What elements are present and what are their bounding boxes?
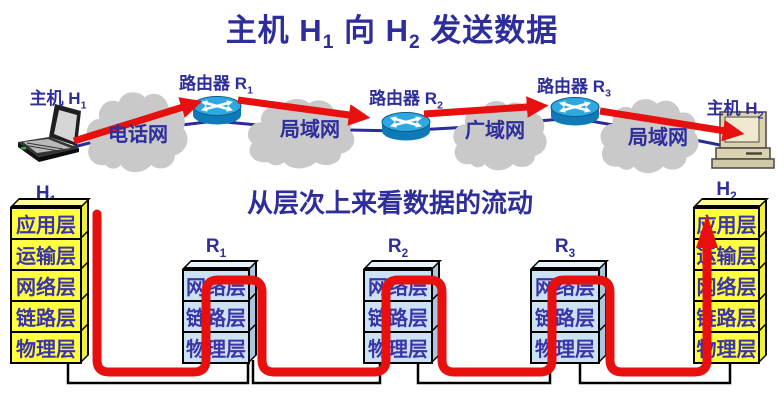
cloud-lan-1 xyxy=(247,99,355,169)
desktop-computer-icon xyxy=(711,111,775,169)
layer-cell-transport: 运输层 xyxy=(10,238,82,271)
router3-label-sub: 3 xyxy=(605,87,611,100)
r3-stack-label-text: R xyxy=(554,236,569,257)
title-text3: 发送数据 xyxy=(420,13,559,48)
layer-cell-link: 链路层 xyxy=(363,300,433,333)
r3-stack-label-sub: 3 xyxy=(568,246,576,260)
section-subtitle: 从层次上来看数据的流动 xyxy=(246,188,533,218)
cloud-label-telephone: 电话网 xyxy=(108,124,168,146)
host1-label: 主机 H1 xyxy=(18,84,98,112)
host1-label-text: 主机 H xyxy=(29,89,81,108)
arrow-r2-to-r3 xyxy=(423,96,549,118)
title-text2: 向 H xyxy=(334,13,409,48)
h1-layer-stack: 应用层 运输层 网络层 链路层 物理层 xyxy=(10,198,91,364)
arrow-r1-to-r2 xyxy=(237,96,371,126)
cloud-wan xyxy=(453,101,547,171)
layer-cell-link: 链路层 xyxy=(182,300,250,333)
r3-stack-label: R3 xyxy=(530,236,600,260)
r1-stack-label: R1 xyxy=(182,236,250,260)
router-r1-icon xyxy=(192,96,242,125)
title-sub2: 2 xyxy=(409,32,421,54)
layer-cell-link: 链路层 xyxy=(10,300,82,333)
layer-cell-application: 应用层 xyxy=(693,207,760,240)
router-r3-icon xyxy=(550,97,600,126)
layer-cell-physical: 物理层 xyxy=(363,331,433,364)
r3-layer-stack: 网络层 链路层 物理层 xyxy=(530,260,609,364)
router2-label-sub: 2 xyxy=(437,99,443,112)
arrow-r3-to-h2 xyxy=(599,107,745,142)
layer-cell-application: 应用层 xyxy=(10,207,82,240)
layer-cell-link: 链路层 xyxy=(693,300,760,333)
r2-layer-stack: 网络层 链路层 物理层 xyxy=(363,260,442,364)
cloud-label-wan: 广域网 xyxy=(465,120,525,142)
cloud-label-lan2: 局域网 xyxy=(628,127,688,149)
title-text: 主机 H xyxy=(225,13,323,48)
h2-stack-label-text: H xyxy=(716,179,731,200)
laptop-icon xyxy=(18,104,81,162)
layer-cell-network: 网络层 xyxy=(363,269,433,302)
layer-cell-physical: 物理层 xyxy=(693,331,760,364)
layer-cell-transport: 运输层 xyxy=(693,238,760,271)
layer-cell-network: 网络层 xyxy=(530,269,600,302)
layer-cell-physical: 物理层 xyxy=(10,331,82,364)
data-transmission-arrows xyxy=(72,96,745,145)
h2-stack-label: H2 xyxy=(693,179,760,203)
router2-label: 路由器 R2 xyxy=(356,84,456,112)
title-sub1: 1 xyxy=(322,32,335,54)
stack-top-face xyxy=(530,260,609,269)
router3-label: 路由器 R3 xyxy=(524,72,624,100)
layer-cell-network: 网络层 xyxy=(10,269,82,302)
h2-layer-stack: 应用层 运输层 网络层 链路层 物理层 xyxy=(693,198,769,364)
physical-medium-line xyxy=(66,360,732,385)
router1-label-sub: 1 xyxy=(247,84,253,97)
layer-cell-network: 网络层 xyxy=(693,269,760,302)
router-r2-icon xyxy=(381,112,431,141)
r2-stack-label-sub: 2 xyxy=(401,246,409,260)
r2-stack-label-text: R xyxy=(387,236,402,257)
page-title: 主机 H1 向 H2 发送数据 xyxy=(0,5,784,54)
layer-cell-network: 网络层 xyxy=(182,269,250,302)
host2-label-sub: 2 xyxy=(757,109,764,122)
host1-label-sub: 1 xyxy=(80,99,87,112)
r1-layer-stack: 网络层 链路层 物理层 xyxy=(182,260,259,364)
arrow-h1-to-r1 xyxy=(72,97,203,145)
layer-cell-physical: 物理层 xyxy=(530,331,600,364)
stack-top-face xyxy=(363,260,442,269)
r2-stack-label: R2 xyxy=(363,236,433,260)
layer-cell-link: 链路层 xyxy=(530,300,600,333)
h2-stack-label-sub: 2 xyxy=(730,189,737,203)
layer-cell-physical: 物理层 xyxy=(182,331,250,364)
router2-label-text: 路由器 R xyxy=(369,89,438,108)
cloud-label-lan1: 局域网 xyxy=(280,119,340,141)
host2-label-text: 主机 H xyxy=(706,99,758,118)
router3-label-text: 路由器 R xyxy=(537,77,606,96)
host2-label: 主机 H2 xyxy=(692,94,778,122)
r1-stack-label-sub: 1 xyxy=(219,246,227,260)
router1-label-text: 路由器 R xyxy=(179,74,248,93)
router1-label: 路由器 R1 xyxy=(166,69,266,97)
r1-stack-label-text: R xyxy=(205,236,220,257)
stack-top-face xyxy=(10,198,91,207)
